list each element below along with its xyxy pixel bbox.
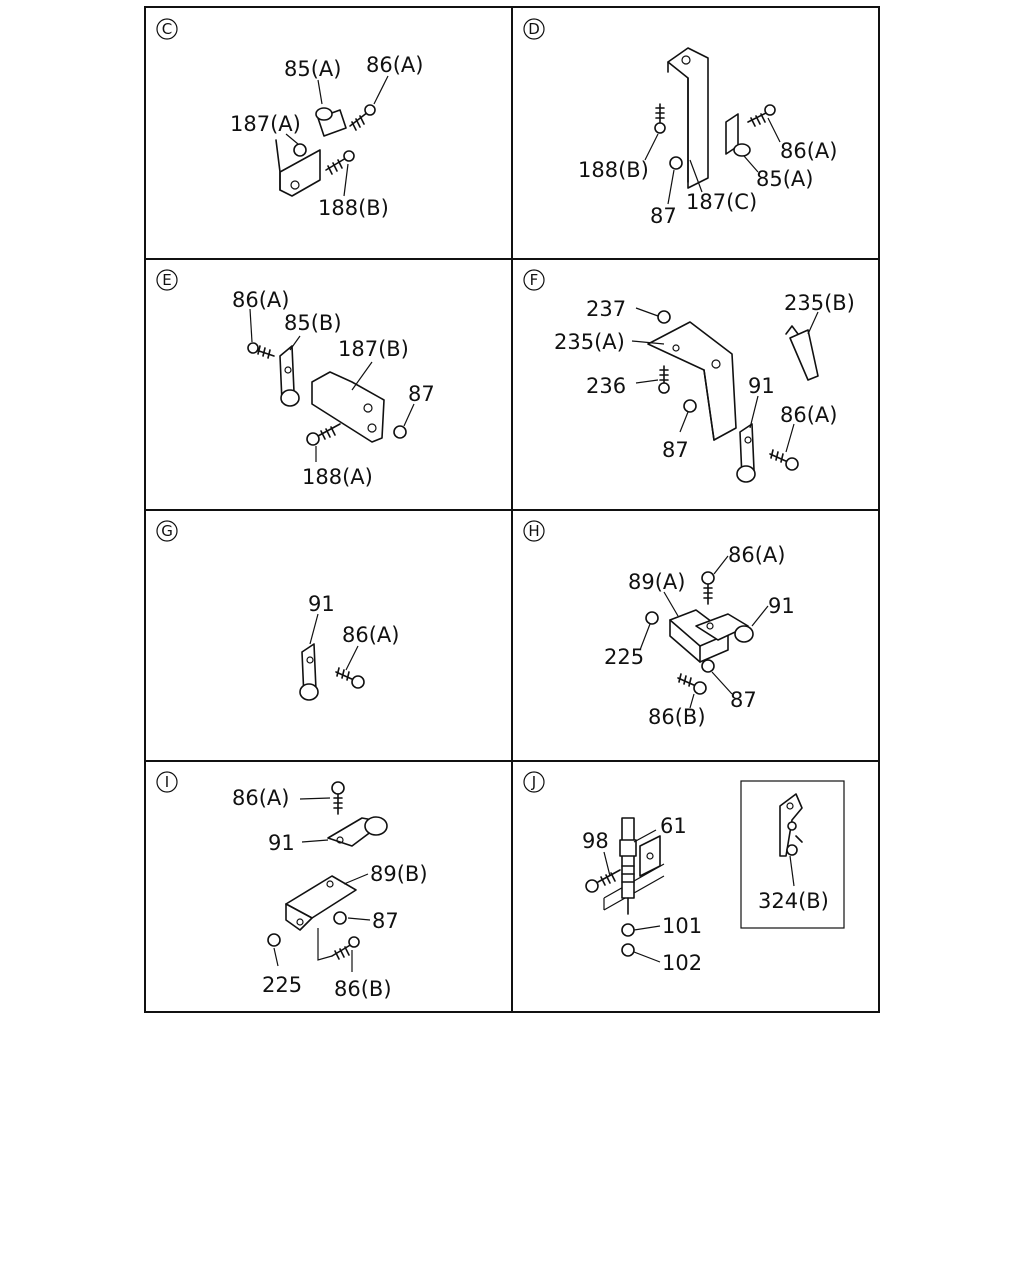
panel-f-letter: F xyxy=(530,271,539,289)
diagram-grid xyxy=(144,6,880,1013)
panel-f: F xyxy=(523,269,855,483)
panel-d-parts xyxy=(654,47,776,189)
panel-e-letter: E xyxy=(162,271,171,289)
panel-f-leaders xyxy=(631,307,819,453)
panel-f-label-2: 235(B) xyxy=(784,291,855,315)
panel-g-label-1: 91 xyxy=(308,592,335,616)
panel-g-badge: G xyxy=(156,520,178,542)
panel-c-label-1: 85(A) xyxy=(284,57,341,81)
panel-d-badge: D xyxy=(523,18,545,40)
panel-d-label-5: 187(C) xyxy=(686,190,757,214)
panel-c: C 85(A) 86(A) 18 xyxy=(156,18,423,220)
panel-c-label-4: 188(B) xyxy=(318,196,389,220)
panel-c-parts xyxy=(275,104,376,197)
panel-d-leaders xyxy=(644,117,781,205)
panel-i-label-4: 87 xyxy=(372,909,399,933)
panel-h: H xyxy=(523,520,795,729)
panel-i-label-3: 89(B) xyxy=(370,862,428,886)
panel-e-badge: E xyxy=(156,269,178,291)
panel-j-label-3: 101 xyxy=(662,914,702,938)
panel-e-label-1: 86(A) xyxy=(232,288,289,312)
panel-i-label-1: 86(A) xyxy=(232,786,289,810)
panel-h-parts xyxy=(645,571,754,695)
panel-g-label-2: 86(A) xyxy=(342,623,399,647)
panel-c-label-3: 187(A) xyxy=(230,112,301,136)
panel-c-letter: C xyxy=(162,20,172,38)
panel-e-label-5: 188(A) xyxy=(302,465,373,489)
panel-h-label-5: 87 xyxy=(730,688,757,712)
panel-h-badge: H xyxy=(523,520,545,542)
panel-j-label-2: 98 xyxy=(582,829,609,853)
panel-j-label-1: 61 xyxy=(660,814,687,838)
panel-j-label-4: 102 xyxy=(662,951,702,975)
panel-d-label-1: 188(B) xyxy=(578,158,649,182)
panel-h-leaders xyxy=(639,555,769,709)
panel-f-label-7: 87 xyxy=(662,438,689,462)
panel-f-badge: F xyxy=(523,269,545,291)
panel-c-leaders xyxy=(285,75,389,197)
panel-d: D 188(B) xyxy=(523,18,837,228)
panel-c-badge: C xyxy=(156,18,178,40)
panel-h-label-6: 86(B) xyxy=(648,705,706,729)
panel-d-letter: D xyxy=(528,20,540,38)
panel-e-label-4: 87 xyxy=(408,382,435,406)
panel-j-label-5: 324(B) xyxy=(758,889,829,913)
panel-i-label-2: 91 xyxy=(268,831,295,855)
panel-c-label-2: 86(A) xyxy=(366,53,423,77)
panel-e-label-2: 85(B) xyxy=(284,311,342,335)
panel-f-parts xyxy=(647,310,819,483)
panel-d-label-4: 87 xyxy=(650,204,677,228)
panel-j-inset xyxy=(740,780,845,929)
panel-i: I xyxy=(156,771,428,1001)
panel-g-letter: G xyxy=(161,522,173,540)
panel-i-badge: I xyxy=(156,771,178,793)
panel-f-label-3: 235(A) xyxy=(554,330,625,354)
panel-h-label-3: 91 xyxy=(768,594,795,618)
panel-e: E 86(A) xyxy=(156,269,435,489)
panel-h-label-4: 225 xyxy=(604,645,644,669)
panel-g-leaders xyxy=(309,613,359,671)
panel-g-parts xyxy=(299,643,365,701)
panel-h-label-1: 86(A) xyxy=(728,543,785,567)
panel-g: G 91 86(A) xyxy=(156,520,399,701)
panel-j-parts xyxy=(585,817,665,957)
panel-i-parts xyxy=(267,781,388,961)
panel-e-parts xyxy=(247,342,407,446)
panel-i-letter: I xyxy=(165,773,169,791)
panel-i-leaders xyxy=(273,797,371,972)
panel-j-leaders xyxy=(603,829,795,963)
panel-f-label-1: 237 xyxy=(586,297,626,321)
panel-j-badge: J xyxy=(523,771,545,793)
panel-i-label-5: 225 xyxy=(262,973,302,997)
panel-f-label-4: 236 xyxy=(586,374,626,398)
panel-h-letter: H xyxy=(528,522,539,540)
panel-h-label-2: 89(A) xyxy=(628,570,685,594)
panel-d-label-3: 85(A) xyxy=(756,167,813,191)
panel-e-label-3: 187(B) xyxy=(338,337,409,361)
panel-d-label-2: 86(A) xyxy=(780,139,837,163)
panel-j: J xyxy=(523,771,845,975)
panel-e-leaders xyxy=(249,308,415,462)
panel-f-label-6: 86(A) xyxy=(780,403,837,427)
panel-f-label-5: 91 xyxy=(748,374,775,398)
panel-j-letter: J xyxy=(531,773,536,791)
panel-i-label-6: 86(B) xyxy=(334,977,392,1001)
